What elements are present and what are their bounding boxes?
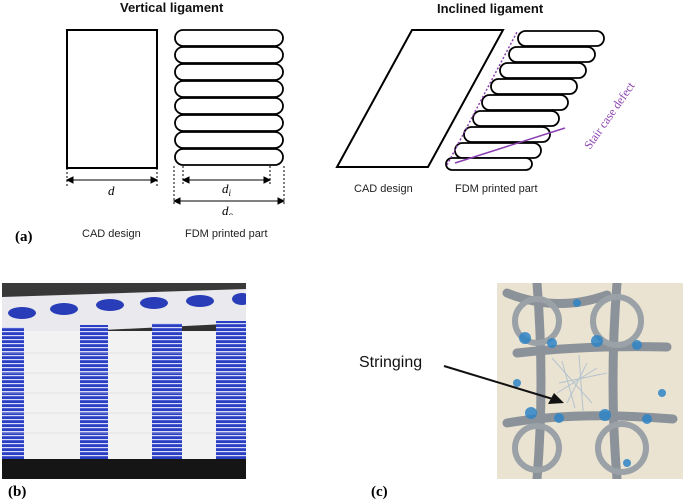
dimension-d [65,168,159,188]
stringing-label: Stringing [359,354,423,371]
vertical-fdm-layers [174,29,284,166]
dim-do-label: do [222,203,234,215]
inclined-fdm-caption: FDM printed part [455,183,538,195]
vertical-ligament-title: Vertical ligament [120,0,224,15]
stair-case-defect-label: Stair case defect [581,79,638,152]
inclined-cad-caption: CAD design [354,183,413,195]
printed-lattice-side-photo [2,283,246,479]
inclined-cad-parallelogram [335,29,505,168]
panel-b-label: (b) [8,484,27,500]
vertical-cad-rectangle [66,29,158,169]
inclined-ligament-title: Inclined ligament [437,1,544,16]
stringing-lattice-top-photo [497,283,683,479]
stair-case-defect-lines [446,31,566,166]
inclined-fdm-layers [445,30,605,171]
panel-c-label: (c) [371,484,388,500]
vertical-cad-caption: CAD design [82,228,141,240]
panel-a-label: (a) [15,229,33,245]
dimension-di [181,166,272,186]
stringing-arrow [443,365,564,404]
vertical-fdm-caption: FDM printed part [185,228,268,240]
dimension-do [172,166,286,206]
dim-d-label: d [108,183,115,198]
panel-a-diagram: d di do Stair case defect [65,29,638,215]
dim-di-label: di [222,181,232,198]
